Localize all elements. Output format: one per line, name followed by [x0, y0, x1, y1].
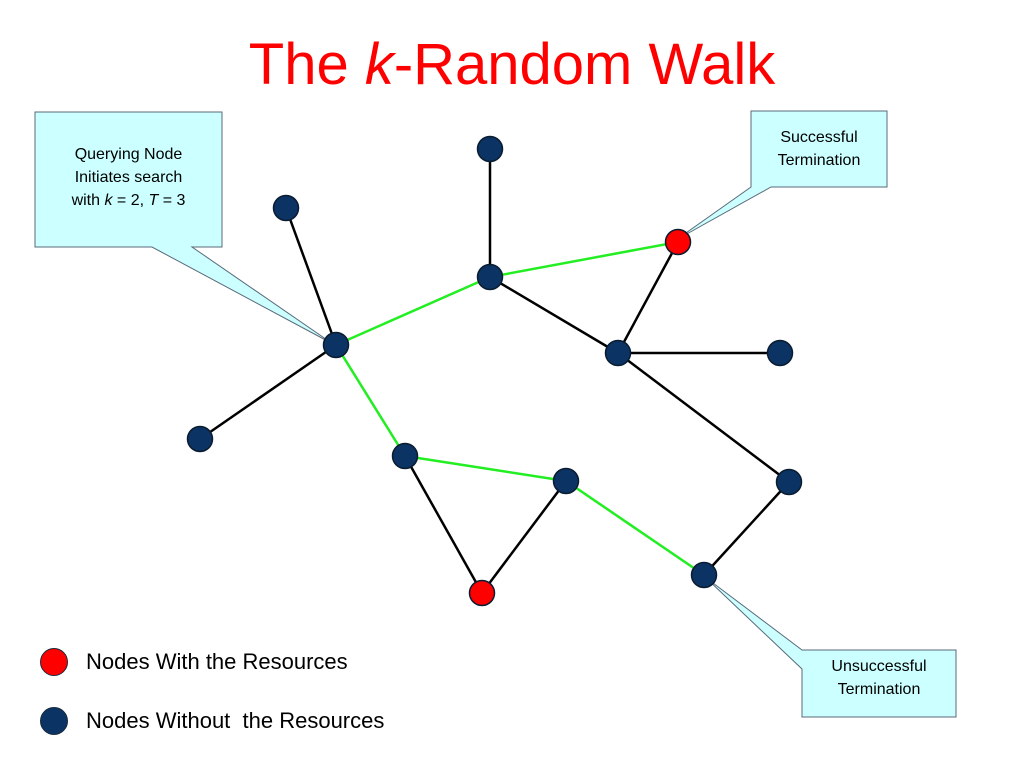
callout-success-line1: Successful: [780, 129, 858, 146]
node-without-resource: [476, 135, 504, 163]
slide-title: The k-Random Walk: [248, 32, 776, 97]
node-without-resource: [391, 442, 419, 470]
red-node-icon: [40, 648, 68, 676]
node-with-resource-success: [664, 228, 692, 256]
node-with-resource: [468, 579, 496, 607]
node-without-resource-fail: [690, 561, 718, 589]
callout-success-box: [675, 110, 888, 241]
walk-edge: [335, 275, 491, 347]
edge: [617, 352, 790, 483]
callout-success-text: Successful Termination: [751, 126, 887, 172]
walk-edges: [334, 240, 705, 577]
node-without-resource: [186, 425, 214, 453]
callout-fail-text: Unsuccessful Termination: [802, 655, 956, 701]
nodes: [186, 135, 803, 607]
callout-query-line1: Querying Node: [74, 146, 183, 163]
querying-node: [322, 331, 350, 359]
walk-edge: [404, 454, 567, 483]
edge: [489, 275, 619, 355]
edge: [199, 343, 337, 441]
edge: [703, 481, 790, 576]
callout-fail-line1: Unsuccessful: [831, 658, 927, 675]
node-without-resource: [476, 263, 504, 291]
callout-query-line3: with k = 2, T = 3: [71, 192, 186, 209]
legend-label: Nodes With the Resources: [86, 649, 348, 674]
walk-edge: [489, 240, 679, 279]
edge: [284, 207, 338, 346]
node-without-resource: [766, 339, 794, 367]
walk-edge: [334, 344, 407, 457]
edge: [616, 241, 680, 354]
node-without-resource: [272, 194, 300, 222]
legend-item-with-resources: Nodes With the Resources: [40, 646, 348, 678]
callout-query-box: [34, 111, 334, 345]
callout-success-line2: Termination: [777, 152, 861, 169]
callout-fail-line2: Termination: [837, 681, 921, 698]
legend-label: Nodes Without the Resources: [86, 708, 385, 733]
callout-query-text: Querying Node Initiates search with k = …: [35, 143, 222, 212]
legend-item-without-resources: Nodes Without the Resources: [40, 705, 384, 737]
blue-node-icon: [40, 707, 68, 735]
normal-edges: [199, 149, 790, 594]
node-without-resource: [775, 468, 803, 496]
callout-query-line2: Initiates search: [74, 169, 183, 186]
node-without-resource: [604, 339, 632, 367]
node-without-resource: [552, 467, 580, 495]
edge: [403, 455, 484, 594]
walk-edge: [565, 479, 705, 577]
edge: [481, 480, 567, 594]
